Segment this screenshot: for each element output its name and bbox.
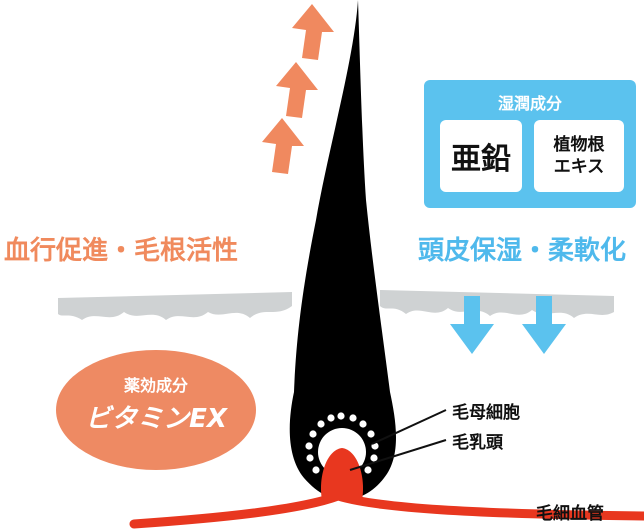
up-arrows (262, 4, 334, 174)
moisture-box-title: 湿潤成分 (497, 94, 562, 113)
matrix-cell-label: 毛母細胞 (452, 403, 520, 423)
up-arrow-icon (292, 4, 334, 60)
zinc-card: 亜鉛 (440, 120, 522, 192)
hair-shaft (289, 0, 396, 500)
active-ingredient-title: 薬効成分 (123, 376, 188, 395)
active-ingredient-name: ビタミンEX (85, 404, 227, 434)
scalp-band-right (380, 290, 614, 318)
capillary-label: 毛細血管 (536, 504, 604, 524)
moisture-label: 頭皮保湿・柔軟化 (418, 236, 627, 266)
dermal-papilla-label: 毛乳頭 (452, 433, 503, 453)
dermal-papilla (320, 448, 364, 500)
plant-root-card: 植物根 エキス (534, 120, 624, 192)
leader-line-matrix (371, 409, 447, 445)
up-arrow-icon (262, 118, 304, 174)
down-arrows (450, 296, 566, 354)
zinc-label: 亜鉛 (451, 142, 511, 177)
plant-root-label-line2: エキス (553, 157, 605, 177)
scalp-band-left (58, 292, 292, 320)
plant-root-label-line1: 植物根 (553, 135, 605, 155)
moisture-ingredients-box: 湿潤成分 亜鉛 植物根 エキス (424, 80, 636, 208)
leader-line-papilla (349, 439, 447, 471)
circulation-label: 血行促進・毛根活性 (4, 236, 239, 266)
up-arrow-icon (276, 62, 318, 118)
down-arrow-icon (450, 296, 494, 354)
matrix-cells (305, 412, 379, 482)
down-arrow-icon (522, 296, 566, 354)
active-ingredient-oval: 薬効成分 ビタミンEX (56, 350, 256, 470)
